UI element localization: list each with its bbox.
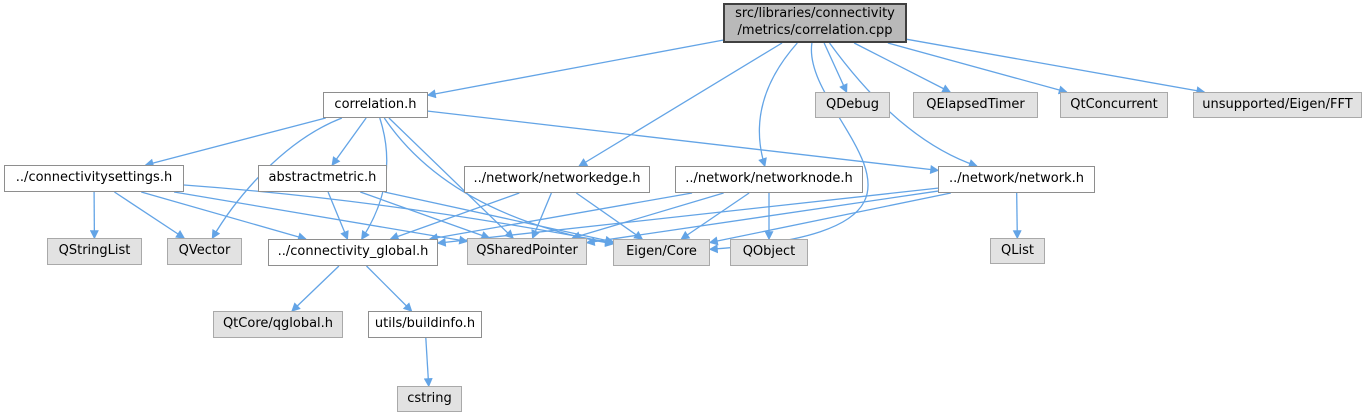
edge-network_h-to-qlist bbox=[1012, 192, 1022, 240]
edge-root-to-correlation_h bbox=[426, 39, 724, 99]
node-qglobal[interactable]: QtCore/qglobal.h bbox=[213, 311, 343, 338]
node-networknode[interactable]: ../network/networknode.h bbox=[675, 166, 863, 193]
node-fft[interactable]: unsupported/Eigen/FFT bbox=[1193, 92, 1362, 118]
node-cstring[interactable]: cstring bbox=[397, 386, 462, 412]
node-label: src/libraries/connectivity bbox=[735, 6, 895, 22]
edge-networkedge-to-qsharedpointer bbox=[531, 192, 552, 240]
node-label: QStringList bbox=[58, 243, 131, 259]
node-label: Eigen/Core bbox=[626, 244, 697, 260]
node-qstringlist[interactable]: QStringList bbox=[47, 238, 142, 265]
node-global_h[interactable]: ../connectivity_global.h bbox=[268, 239, 438, 266]
node-abstractmetric[interactable]: abstractmetric.h bbox=[258, 165, 387, 192]
node-label: /metrics/correlation.cpp bbox=[737, 23, 893, 38]
node-label: QVector bbox=[178, 243, 231, 259]
edge-root-to-qdebug bbox=[823, 42, 848, 94]
edge-root-to-fft bbox=[906, 38, 1206, 96]
edge-network_h-to-eigencore bbox=[708, 192, 951, 246]
edge-network_h-to-global_h bbox=[436, 187, 939, 247]
node-label: ../network/networkedge.h bbox=[473, 171, 641, 187]
edge-root-to-networknode bbox=[758, 42, 798, 168]
node-qvector[interactable]: QVector bbox=[167, 238, 242, 265]
node-correlation_h[interactable]: correlation.h bbox=[323, 92, 428, 118]
node-qlist[interactable]: QList bbox=[990, 238, 1045, 264]
edge-settings-to-eigencore bbox=[183, 184, 615, 247]
edge-abstractmetric-to-global_h bbox=[327, 191, 349, 241]
node-eigencore[interactable]: Eigen/Core bbox=[613, 239, 710, 266]
edge-global_h-to-qglobal bbox=[291, 265, 340, 312]
edge-root-to-networkedge bbox=[578, 42, 783, 167]
node-label: ../network/network.h bbox=[949, 171, 1084, 187]
node-label: QObject bbox=[742, 244, 796, 260]
node-label: ../network/networknode.h bbox=[685, 171, 853, 187]
node-qtconcurrent[interactable]: QtConcurrent bbox=[1060, 92, 1168, 118]
edge-correlation_h-to-network_h bbox=[427, 110, 940, 174]
node-label: QtCore/qglobal.h bbox=[222, 316, 334, 332]
node-label: QtConcurrent bbox=[1070, 96, 1158, 112]
edge-settings-to-global_h bbox=[141, 191, 307, 242]
edge-abstractmetric-to-qsharedpointer bbox=[360, 191, 491, 240]
node-qobject[interactable]: QObject bbox=[730, 239, 808, 266]
edge-root-to-eigencore bbox=[708, 42, 869, 254]
node-buildinfo[interactable]: utils/buildinfo.h bbox=[368, 311, 482, 338]
node-settings[interactable]: ../connectivitysettings.h bbox=[4, 165, 184, 192]
node-label: ../connectivity_global.h bbox=[277, 244, 429, 260]
node-label: abstractmetric.h bbox=[268, 170, 377, 186]
node-qsharedpointer[interactable]: QSharedPointer bbox=[467, 238, 587, 265]
node-label: correlation.h bbox=[334, 96, 417, 112]
node-label: unsupported/Eigen/FFT bbox=[1202, 96, 1353, 112]
node-network_h[interactable]: ../network/network.h bbox=[938, 166, 1095, 193]
node-networkedge[interactable]: ../network/networkedge.h bbox=[464, 166, 650, 193]
node-label: QList bbox=[1001, 242, 1034, 258]
edge-correlation_h-to-abstractmetric bbox=[331, 117, 367, 167]
node-label: ../connectivitysettings.h bbox=[15, 170, 173, 186]
edge-correlation_h-to-qsharedpointer bbox=[388, 117, 514, 239]
node-label: utils/buildinfo.h bbox=[374, 316, 476, 332]
edge-root-to-qelapsedtimer bbox=[853, 42, 952, 93]
node-qdebug[interactable]: QDebug bbox=[815, 92, 890, 118]
edge-root-to-network_h bbox=[829, 42, 978, 168]
edge-networknode-to-global_h bbox=[428, 192, 693, 243]
edge-networknode-to-eigencore bbox=[680, 192, 750, 240]
edge-networknode-to-qsharedpointer bbox=[571, 192, 724, 241]
node-label: cstring bbox=[407, 390, 452, 406]
edge-buildinfo-to-cstring bbox=[423, 337, 433, 388]
node-label: QSharedPointer bbox=[476, 243, 578, 259]
edge-settings-to-qsharedpointer bbox=[173, 191, 469, 245]
edge-abstractmetric-to-eigencore bbox=[384, 191, 615, 245]
edge-networkedge-to-eigencore bbox=[575, 192, 644, 240]
edge-settings-to-qvector bbox=[114, 191, 186, 239]
node-root[interactable]: src/libraries/connectivity/metrics/corre… bbox=[723, 3, 907, 43]
edge-global_h-to-buildinfo bbox=[366, 265, 413, 312]
edge-networkedge-to-global_h bbox=[389, 192, 520, 241]
node-label: QElapsedTimer bbox=[926, 96, 1025, 112]
edge-network_h-to-qsharedpointer bbox=[585, 190, 939, 247]
edge-root-to-qtconcurrent bbox=[887, 42, 1068, 95]
edge-correlation_h-to-settings bbox=[144, 117, 326, 168]
node-qelapsedtimer[interactable]: QElapsedTimer bbox=[913, 92, 1038, 118]
node-label: QDebug bbox=[826, 96, 879, 112]
